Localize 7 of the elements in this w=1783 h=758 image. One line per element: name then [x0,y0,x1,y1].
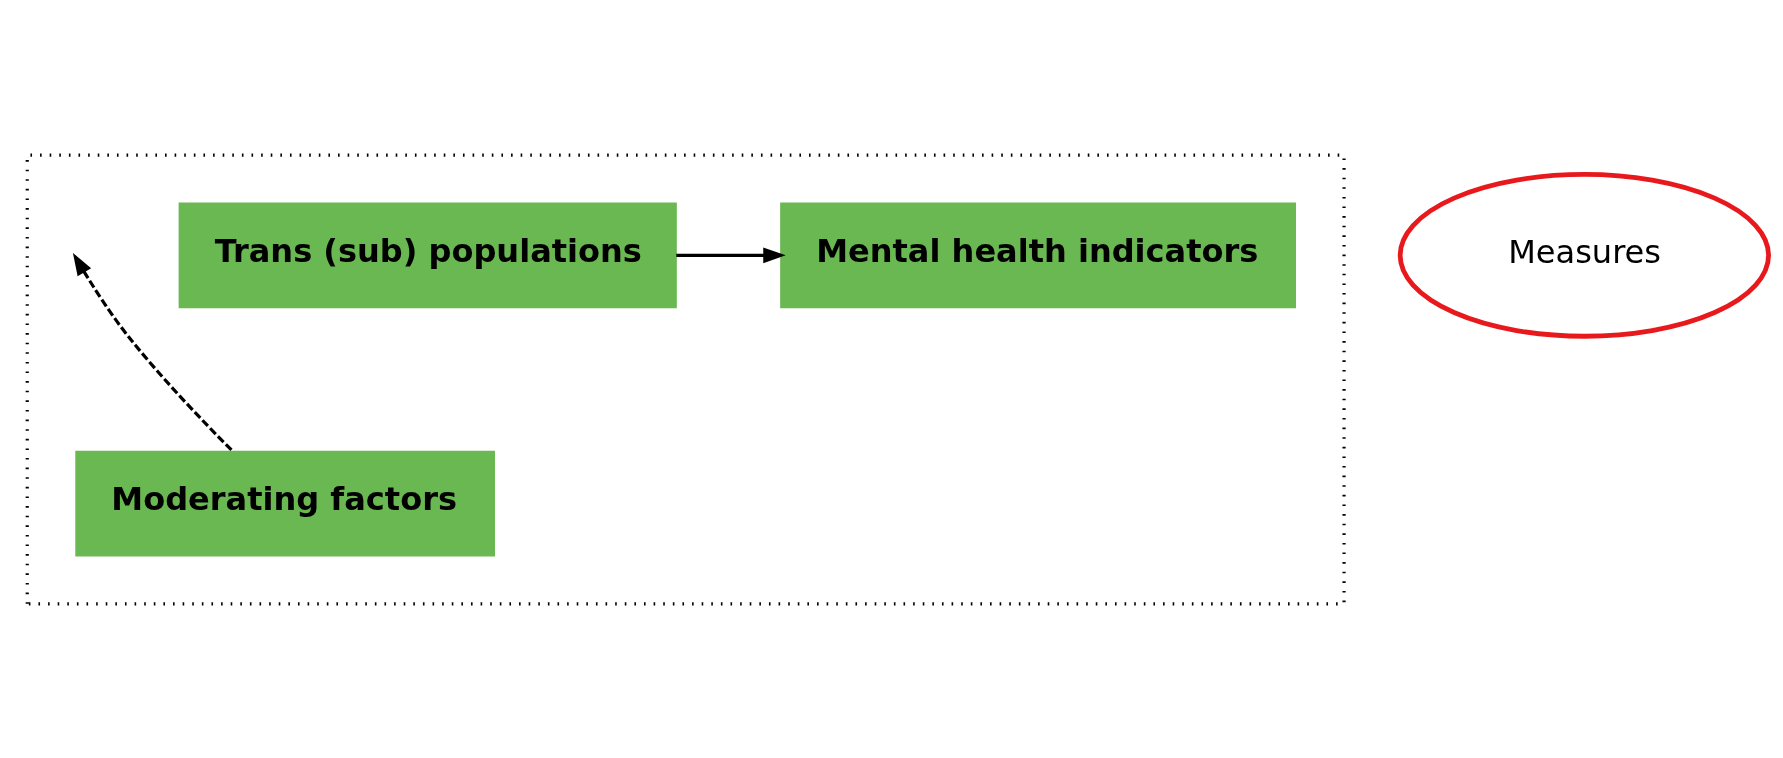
node-box: Trans (sub) populations [178,202,677,308]
node-box: Moderating factors [75,450,495,556]
arrow [676,247,786,263]
arrow [72,252,234,452]
node-box: Mental health indicators [780,202,1296,308]
cluster [25,153,1346,605]
node-ellipse: Measures [1397,171,1771,339]
